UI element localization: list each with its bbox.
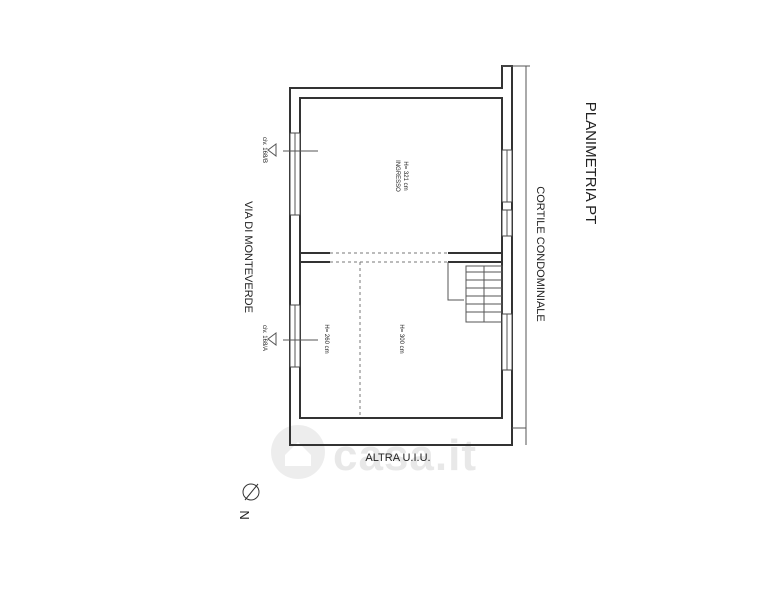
civic-number-top: civ. 168/B [261, 137, 267, 163]
street-label-left: VIA DI MONTEVERDE [242, 201, 254, 313]
outer-wall [289, 65, 513, 446]
watermark: casa.it [271, 425, 477, 480]
street-label-right: CORTILE CONDOMINIALE [534, 186, 546, 322]
room-name-top: INGRESSO [394, 160, 400, 192]
civic-number-bottom: civ. 168/A [261, 325, 267, 351]
partitions [300, 252, 502, 418]
compass-needle-icon [244, 483, 259, 501]
outer-walls [289, 65, 530, 446]
north-label: N [237, 510, 252, 519]
entrance-markers [267, 143, 318, 346]
stair-wall [447, 262, 464, 301]
entrance-arrow-top-icon [267, 143, 277, 157]
house-icon [285, 442, 311, 466]
staircase [465, 265, 503, 323]
inner-wall [299, 97, 503, 419]
room-height-top: H= 321 cm [402, 161, 408, 190]
plan-title: PLANIMETRIA PT [582, 102, 599, 225]
windows-right [501, 149, 513, 371]
entrance-arrow-bottom-icon [267, 332, 277, 346]
windows-left [289, 132, 301, 368]
room-height-bottom-right: H= 300 cm [398, 324, 404, 353]
compass-icon [242, 483, 260, 501]
room-height-bottom-left: H= 260 cm [323, 324, 329, 353]
north-arrow: N [237, 483, 260, 520]
courtyard-wall [512, 65, 527, 445]
street-label-bottom: ALTRA U.I.U. [365, 452, 430, 464]
watermark-text: casa.it [333, 431, 477, 480]
